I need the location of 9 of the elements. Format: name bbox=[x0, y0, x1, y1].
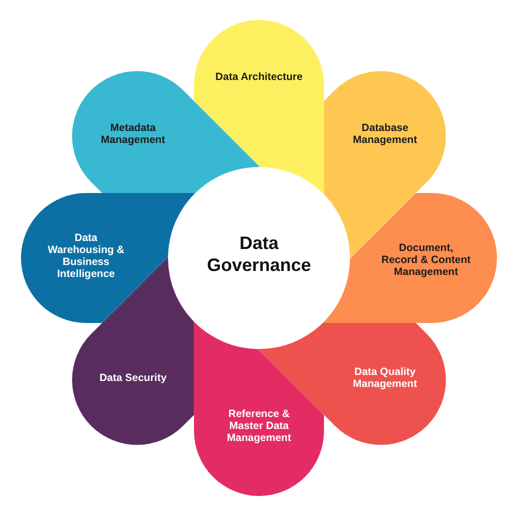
petal-label: Document, Record & Content Management bbox=[380, 242, 472, 278]
petal-label: Database Management bbox=[352, 122, 418, 146]
petal-label: Data Security bbox=[99, 372, 167, 384]
petal-label: Data Architecture bbox=[215, 71, 303, 83]
center-label: Data Governance bbox=[206, 232, 312, 276]
petal-label: Metadata Management bbox=[100, 122, 166, 146]
petal-label: Data Quality Management bbox=[352, 366, 418, 390]
petal-label: Data Warehousing & Business Intelligence bbox=[46, 232, 126, 280]
petal-label: Reference & Master Data Management bbox=[226, 408, 292, 444]
